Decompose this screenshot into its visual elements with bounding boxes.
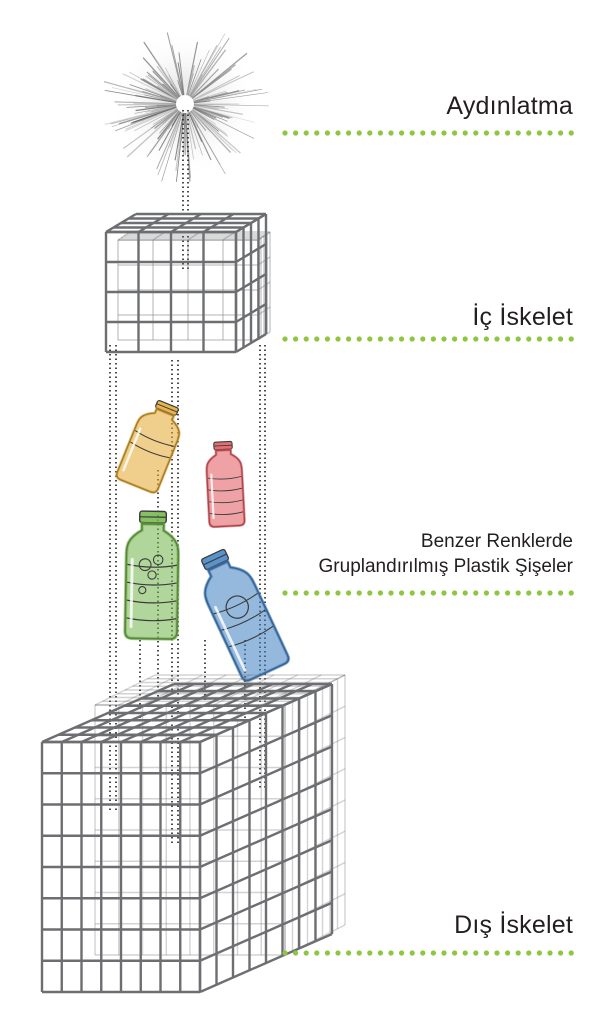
light-dotted-connector	[182, 110, 189, 272]
dotted-leader-bottles	[282, 588, 582, 598]
frame-dotted-connectors	[109, 345, 266, 845]
light-burst-icon	[103, 29, 269, 182]
bottle-green-icon	[123, 510, 181, 641]
outer-grid-cube-icon	[40, 674, 346, 994]
dotted-leader-lighting	[282, 128, 582, 138]
dotted-leader-inner-frame	[282, 334, 582, 344]
label-bottles-line2: Gruplandırılmış Plastik Şişeler	[318, 556, 573, 577]
dotted-leader-outer-frame	[282, 948, 582, 958]
bottle-blue-icon	[201, 548, 291, 683]
inner-grid-cube-icon	[104, 212, 271, 354]
label-outer-frame: Dış İskelet	[454, 911, 573, 939]
label-bottles: Benzer Renklerde Gruplandırılmış Plastik…	[319, 529, 573, 579]
bottle-yellow-icon	[115, 399, 181, 494]
bottle-red-icon	[205, 440, 246, 529]
label-bottles-line1: Benzer Renklerde	[420, 531, 573, 552]
label-lighting: Aydınlatma	[446, 92, 573, 120]
label-inner-frame: İç İskelet	[472, 303, 573, 331]
